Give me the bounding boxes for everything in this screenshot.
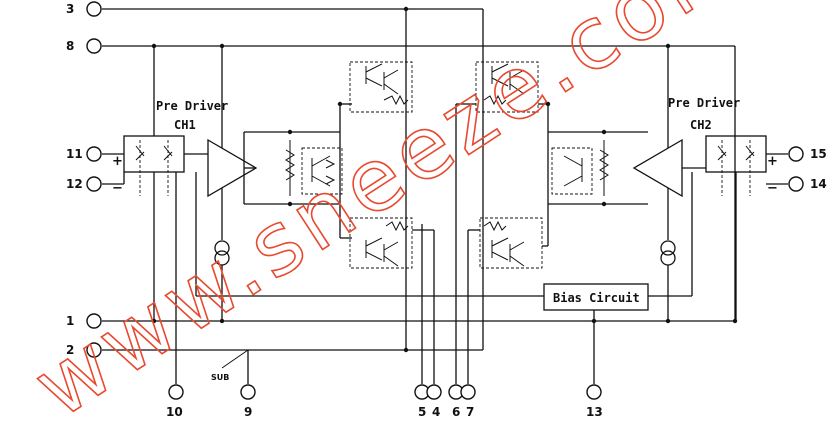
ch1-current-source bbox=[214, 240, 230, 321]
pin-4-label: 4 bbox=[432, 405, 440, 419]
ch1-minus-sign: − bbox=[112, 181, 123, 196]
pin-7-label: 7 bbox=[466, 405, 474, 419]
rail-wires bbox=[102, 8, 736, 351]
upper-right-output bbox=[455, 61, 539, 384]
pin-8-label: 8 bbox=[66, 39, 74, 53]
pin-3-terminal bbox=[86, 1, 102, 17]
pin-14-terminal bbox=[788, 176, 804, 192]
pin-8-terminal bbox=[86, 38, 102, 54]
ch2-label: CH2 bbox=[690, 118, 712, 132]
watermark-text: www.sneeze.com bbox=[17, 0, 766, 424]
pin-4-terminal bbox=[426, 384, 442, 400]
pin-9-label: 9 bbox=[244, 405, 252, 419]
ch1-plus-sign: + bbox=[112, 154, 123, 169]
ch1-driver-stage bbox=[285, 104, 343, 238]
pin-14-label: 14 bbox=[810, 177, 827, 191]
ch2-minus-sign: − bbox=[767, 181, 778, 196]
pre-driver-ch2-title: Pre Driver bbox=[668, 96, 740, 110]
pin-15-label: 15 bbox=[810, 147, 827, 161]
pin-12-terminal bbox=[86, 176, 102, 192]
pin-13-label: 13 bbox=[586, 405, 603, 419]
junction-dots bbox=[151, 6, 738, 353]
pin-2-terminal bbox=[86, 342, 102, 358]
sub-label: SUB bbox=[211, 373, 229, 382]
pin-12-label: 12 bbox=[66, 177, 83, 191]
pin-11-label: 11 bbox=[66, 147, 83, 161]
bias-circuit-label: Bias Circuit bbox=[553, 291, 640, 305]
pin-10-terminal bbox=[168, 384, 184, 400]
ch2-plus-sign: + bbox=[767, 154, 778, 169]
pin-5-label: 5 bbox=[418, 405, 426, 419]
pin-2-label: 2 bbox=[66, 343, 74, 357]
pin-15-terminal bbox=[788, 146, 804, 162]
pin-10-label: 10 bbox=[166, 405, 183, 419]
pre-driver-ch1-title: Pre Driver bbox=[156, 99, 228, 113]
pin-1-terminal bbox=[86, 313, 102, 329]
ch2-input-block bbox=[705, 135, 788, 321]
pin-11-terminal bbox=[86, 146, 102, 162]
ch2-driver-stage bbox=[538, 103, 648, 246]
lower-left-output bbox=[340, 217, 435, 384]
pin-9-terminal bbox=[240, 384, 256, 400]
lower-right-output bbox=[467, 217, 548, 384]
ch1-label: CH1 bbox=[174, 118, 196, 132]
pin-13-terminal bbox=[586, 384, 602, 400]
pin-6-label: 6 bbox=[452, 405, 460, 419]
ch2-amplifier bbox=[632, 46, 706, 240]
pin-3-label: 3 bbox=[66, 2, 74, 16]
sub-connection bbox=[221, 349, 249, 384]
pin-7-terminal bbox=[460, 384, 476, 400]
ch2-current-source bbox=[660, 240, 676, 321]
pin-1-label: 1 bbox=[66, 314, 74, 328]
ch1-input-block bbox=[102, 46, 208, 384]
